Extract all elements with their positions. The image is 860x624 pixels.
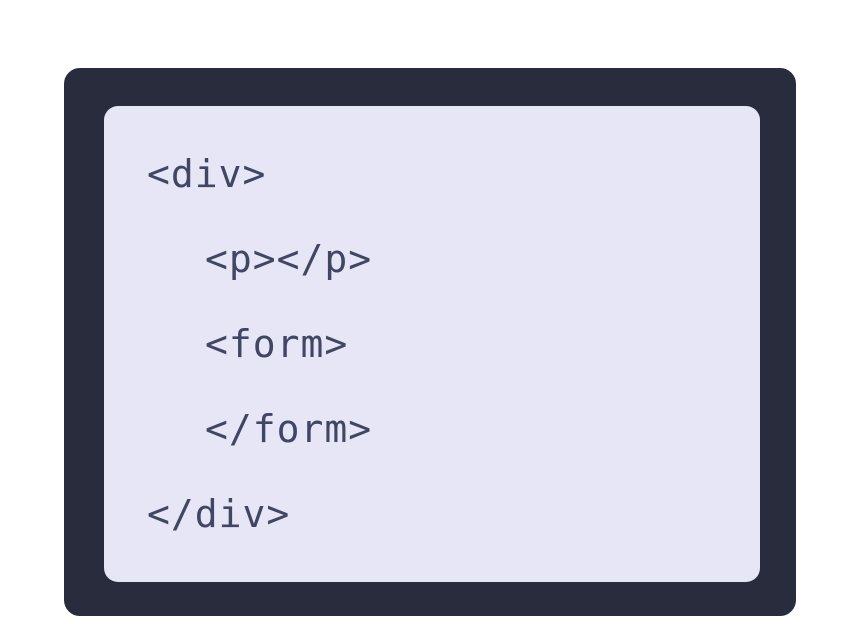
code-panel: <div> <p></p> <form> </form> </div> <box>104 106 760 582</box>
code-line-form-open: <form> <box>205 322 349 366</box>
code-line-p: <p></p> <box>205 237 373 281</box>
code-line-div-open: <div> <box>147 152 267 196</box>
code-line-form-close: </form> <box>205 407 373 451</box>
code-line-div-close: </div> <box>147 492 291 536</box>
code-card: <div> <p></p> <form> </form> </div> <box>62 66 798 618</box>
